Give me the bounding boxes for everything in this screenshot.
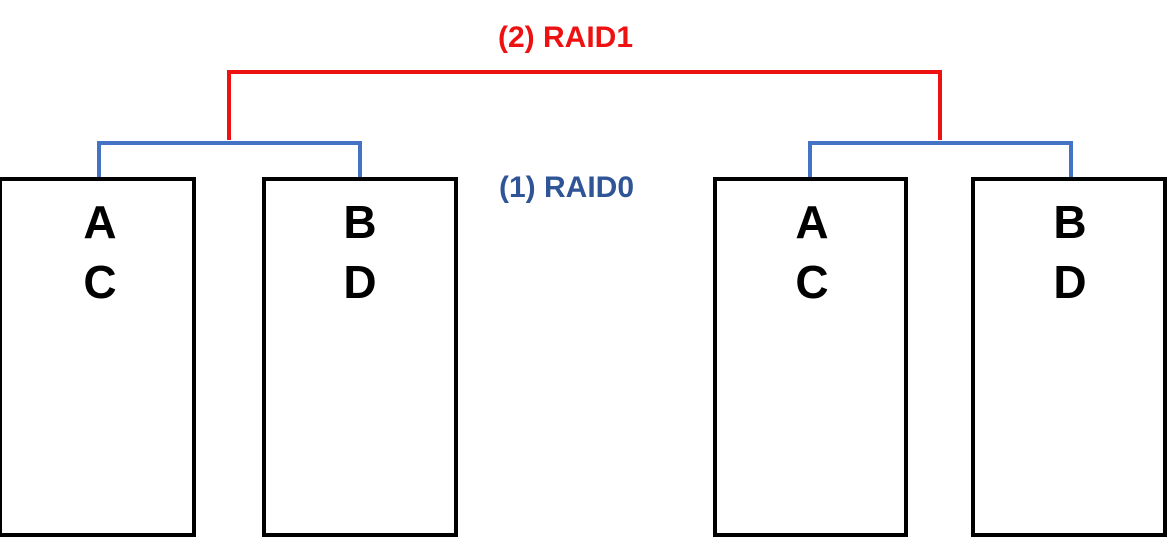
raid0-label: (1) RAID0 xyxy=(499,171,635,204)
disk-chunk: A xyxy=(795,196,829,248)
disk-chunk: C xyxy=(83,256,117,308)
disk-1: A C xyxy=(0,177,196,537)
raid1-label: (2) RAID1 xyxy=(498,21,634,54)
disk-chunk: D xyxy=(343,256,377,308)
disk-2: B D xyxy=(262,177,458,537)
raid1-connector xyxy=(227,70,942,140)
disk-3: A C xyxy=(713,177,908,537)
raid0-connector-left xyxy=(97,141,362,177)
disk-chunk: B xyxy=(343,196,377,248)
disk-chunk: D xyxy=(1053,256,1087,308)
raid0-connector-right xyxy=(808,141,1073,177)
disk-chunk: A xyxy=(83,196,117,248)
disk-chunk: C xyxy=(795,256,829,308)
disk-chunk: B xyxy=(1053,196,1087,248)
disk-4: B D xyxy=(971,177,1167,537)
